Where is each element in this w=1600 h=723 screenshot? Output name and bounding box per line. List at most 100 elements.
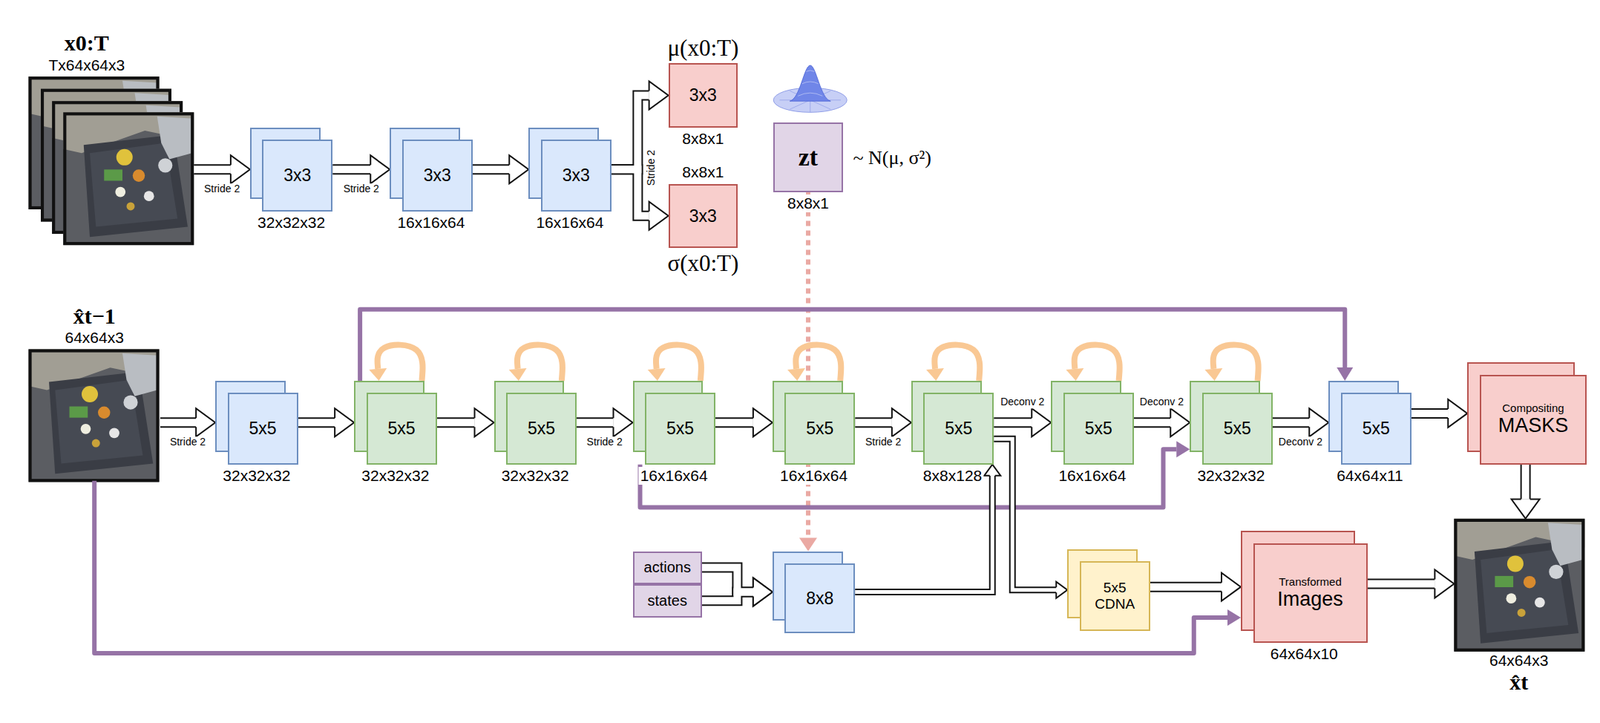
box-label: 5x5 [388,418,416,438]
edge-label: Stride 2 [646,149,658,187]
arrow-head [1447,399,1468,428]
lstm-layer: 5x58x8x128 [911,380,994,465]
arrow-head [509,155,529,184]
box-label: 3x3 [689,206,717,226]
footer-area: 8x8x1 [680,129,726,148]
head-group [368,367,1353,626]
text-area: 5x5 [1341,392,1412,464]
dimension-label: 32x32x32 [256,213,327,232]
lstm-layer: 5x516x16x64 [1050,380,1134,465]
text-area [1453,518,1584,650]
recurrent-loop [656,345,702,381]
dimension-label: 16x16x64 [1056,466,1128,485]
text-area: 3x3 [668,63,739,128]
dimension-label: 8x8x1 [680,129,726,148]
arrow-shaft [193,164,231,175]
box-label: 5x5 [1223,418,1252,438]
arrow-shaft-fill [854,418,893,426]
arrow-shaft-fill [332,165,371,173]
latent-box: zt8x8x1 [773,122,844,193]
recurrent-loop [1074,345,1120,381]
input-box: actions [633,551,703,585]
arrow-shaft [1150,581,1222,593]
arrow-shaft-fill [854,475,993,593]
arrow-shaft [576,417,614,428]
edge-label: Stride 2 [864,437,902,449]
footer-area: 64x64x11 [1335,466,1405,485]
text-area: 5x5 [227,392,299,464]
footer-area: 16x16x64 [395,213,467,232]
conv-layer: 3x332x32x32 [250,127,333,212]
arrow-shaft [1520,464,1531,500]
dimension-label: 64x64x3 [1487,651,1550,670]
arrow-shaft-fill [472,165,510,173]
arrow-shaft [332,164,371,175]
predicted-frame [1453,518,1585,652]
dimension-label: 8x8x128 [921,466,984,485]
arrow-shaft-fill [702,592,754,602]
text-area: 3x3 [541,139,612,211]
box-label: Transformed [1278,575,1342,588]
arrow-head [647,368,666,381]
arrow-shaft [1411,408,1449,419]
node-heading: x̂t−1 [71,303,118,330]
box-label: states [647,592,688,610]
arrow-shaft-fill [193,165,231,173]
text-area: CompositingMASKS [1479,374,1587,465]
arrow-head [649,201,669,231]
footer-area: 16x16x64 [638,466,710,485]
node-heading: Tx64x64x3 [47,56,127,75]
arrow-head [649,81,669,110]
dimension-label: σ(x0:T) [665,250,740,277]
arrow-shaft-fill [993,418,1032,426]
box-label: Images [1277,587,1344,611]
arrow-shaft-fill [611,169,650,216]
box-label: 5x5 [944,418,973,438]
arrow-shaft [854,475,993,593]
arrow-shaft [472,164,510,175]
text-area: zt [773,122,844,193]
text-area: 5x5 [644,392,716,464]
arrow-head [799,538,818,552]
arrow-head [1511,499,1540,519]
lstm-layer: 5x532x32x32 [1189,380,1272,465]
text-area: 3x3 [402,139,473,211]
latent-link [805,192,811,539]
arrow-shaft-fill [437,418,475,426]
gaussian-icon [773,65,847,113]
heading-area: 8x8x1 [680,163,726,182]
recurrent-loop [517,345,563,381]
box-label: 5x5 [1084,418,1113,438]
lstm-layer: 5x532x32x32 [353,380,437,465]
arrow-heads [195,81,1540,607]
arrow-head [1309,408,1329,437]
box-label: 5x5 CDNA [1092,579,1137,613]
arrow-head [474,408,495,437]
arrow-head [230,155,251,184]
lstm-layer: 5x516x16x64 [633,380,716,465]
dimension-label: 8x8x1 [785,194,831,213]
text-area: 8x8 [784,563,855,634]
masks-box: CompositingMASKS [1467,362,1587,465]
text-area [28,348,161,481]
arrow-shaft-fill [1133,418,1172,426]
footer-area: 16x16x64 [534,213,605,232]
text-area: 5x5 [784,392,855,464]
footer-area: 32x32x32 [221,466,292,485]
heading-area: x̂t−164x64x3 [63,303,125,348]
dimension-label: 16x16x64 [638,466,710,485]
arrow-shaft [993,438,1057,590]
node-heading: μ(x0:T) [665,34,740,62]
text-area: states [633,584,703,618]
arrow-shaft [298,417,336,428]
arrow-head [370,155,390,184]
input-sequence: x0:TTx64x64x3 [28,76,195,245]
arrow-shaft-fill [715,418,754,426]
dimension-label: 32x32x32 [500,466,571,485]
arrow-head [984,464,1001,476]
arrow-head [1204,368,1223,381]
arrow-shaft-fill [160,418,196,426]
node-heading: 64x64x3 [63,328,125,347]
dimension-label: 32x32x32 [359,466,431,485]
